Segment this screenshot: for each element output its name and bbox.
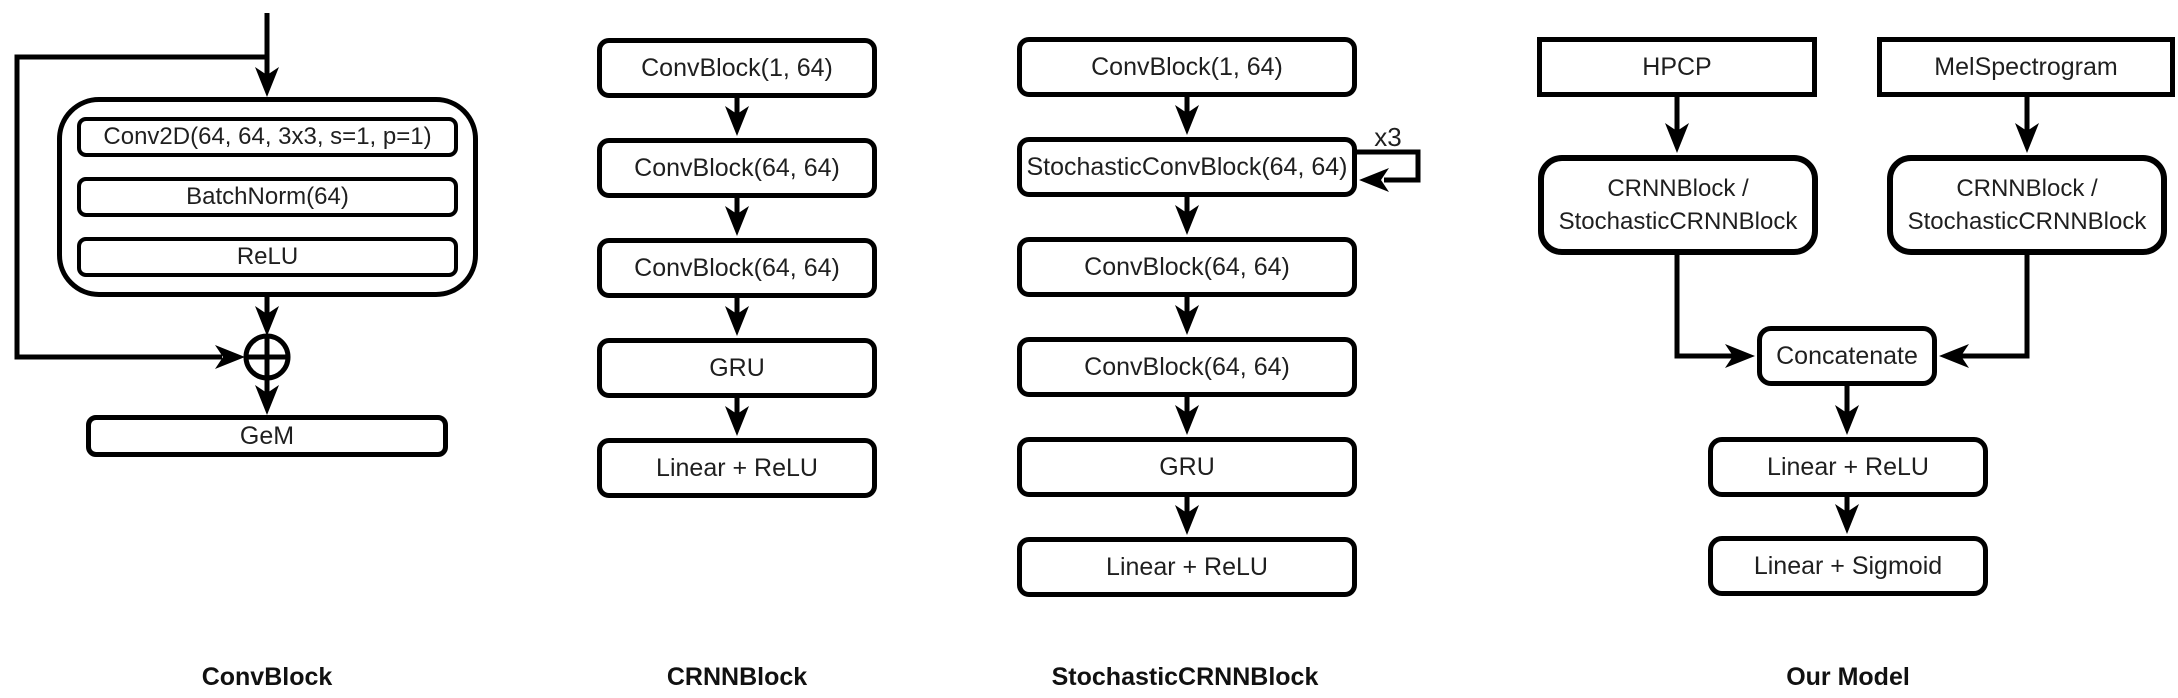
scrnn-box-3-label: ConvBlock(64, 64) <box>1084 252 1290 281</box>
arrowhead-scrnn-3 <box>1175 305 1199 335</box>
crnn-gru-box: GRU <box>597 338 877 398</box>
left-branch-line2: StochasticCRNNBlock <box>1558 208 1798 235</box>
right-branch-line2: StochasticCRNNBlock <box>1907 208 2147 235</box>
sum-node-icon <box>243 333 291 381</box>
crnnblock-caption: CRNNBlock <box>666 663 808 691</box>
arrowhead-hpcp <box>1665 123 1689 153</box>
melspectrogram-input-label: MelSpectrogram <box>1934 52 2118 81</box>
crnn-box-2-label: ConvBlock(64, 64) <box>634 153 840 182</box>
arrowhead-into-gem <box>255 385 279 415</box>
right-branch-line1: CRNNBlock / <box>1956 175 2098 202</box>
arrowhead-crnn-2 <box>725 206 749 236</box>
arrowhead-into-concat-left <box>1725 344 1755 368</box>
scrnn-linear-relu-box: Linear + ReLU <box>1017 537 1357 597</box>
concatenate-label: Concatenate <box>1776 341 1918 370</box>
crnn-linear-relu-label: Linear + ReLU <box>656 453 818 482</box>
skip-connection-line <box>14 54 267 360</box>
crnn-box-2: ConvBlock(64, 64) <box>597 138 877 198</box>
batchnorm-layer-box: BatchNorm(64) <box>77 177 458 217</box>
crnn-box-3: ConvBlock(64, 64) <box>597 238 877 298</box>
arrowhead-into-concat-right <box>1939 344 1969 368</box>
conv2d-layer-box: Conv2D(64, 64, 3x3, s=1, p=1) <box>77 117 458 157</box>
arrowhead-crnn-1 <box>725 106 749 136</box>
crnn-linear-relu-box: Linear + ReLU <box>597 438 877 498</box>
arrowhead-scrnn-4 <box>1175 405 1199 435</box>
model-linear-sigmoid-label: Linear + Sigmoid <box>1753 551 1943 580</box>
concatenate-box: Concatenate <box>1757 326 1937 386</box>
left-branch-line <box>1674 255 1733 359</box>
arrowhead-scrnn-2 <box>1175 205 1199 235</box>
arrowhead-mel <box>2015 123 2039 153</box>
repeat-loop-line <box>1357 149 1421 183</box>
hpcp-input-label: HPCP <box>1642 52 1712 81</box>
model-linear-relu-box: Linear + ReLU <box>1708 437 1988 497</box>
arrowhead-into-relu <box>1835 405 1859 435</box>
arrowhead-crnn-4 <box>725 406 749 436</box>
right-crnn-branch-box: CRNNBlock / StochasticCRNNBlock <box>1887 155 2167 255</box>
stochastic-conv-label: StochasticConvBlock(64, 64) <box>1026 152 1348 181</box>
arrowhead-crnn-3 <box>725 306 749 336</box>
gem-pooling-box: GeM <box>86 415 448 457</box>
relu-layer-label: ReLU <box>236 243 299 271</box>
scrnn-gru-label: GRU <box>1159 452 1215 481</box>
arrowhead-scrnn-5 <box>1175 505 1199 535</box>
scrnn-box-1: ConvBlock(1, 64) <box>1017 37 1357 97</box>
arrowhead-loop <box>1359 168 1389 192</box>
batchnorm-layer-label: BatchNorm(64) <box>186 183 349 211</box>
scrnn-gru-box: GRU <box>1017 437 1357 497</box>
hpcp-input-box: HPCP <box>1537 37 1817 97</box>
scrnn-box-3: ConvBlock(64, 64) <box>1017 237 1357 297</box>
scrnn-box-4-label: ConvBlock(64, 64) <box>1084 352 1290 381</box>
scrnn-linear-relu-label: Linear + ReLU <box>1106 552 1268 581</box>
repeat-count-label: x3 <box>1374 122 1402 152</box>
conv2d-layer-label: Conv2D(64, 64, 3x3, s=1, p=1) <box>103 123 432 151</box>
relu-layer-box: ReLU <box>77 237 458 277</box>
scrnn-box-1-label: ConvBlock(1, 64) <box>1091 52 1283 81</box>
arrowhead-scrnn-1 <box>1175 105 1199 135</box>
left-crnn-branch-box: CRNNBlock / StochasticCRNNBlock <box>1538 155 1818 255</box>
model-linear-relu-label: Linear + ReLU <box>1767 452 1929 481</box>
convblock-caption: ConvBlock <box>201 663 333 691</box>
arrowhead-skip-into-sum <box>215 345 245 369</box>
crnn-gru-label: GRU <box>709 353 765 382</box>
gem-pooling-label: GeM <box>239 421 295 450</box>
arrowhead-into-sigmoid <box>1835 504 1859 534</box>
crnn-box-1-label: ConvBlock(1, 64) <box>641 53 833 82</box>
arrowhead-into-sum <box>255 306 279 336</box>
crnn-box-1: ConvBlock(1, 64) <box>597 38 877 98</box>
model-linear-sigmoid-box: Linear + Sigmoid <box>1708 536 1988 596</box>
melspectrogram-input-box: MelSpectrogram <box>1877 37 2175 97</box>
right-branch-line <box>1961 255 2030 359</box>
crnn-box-3-label: ConvBlock(64, 64) <box>634 253 840 282</box>
scrnn-box-4: ConvBlock(64, 64) <box>1017 337 1357 397</box>
stochastic-conv-box: StochasticConvBlock(64, 64) <box>1017 137 1357 197</box>
left-branch-line1: CRNNBlock / <box>1607 175 1749 202</box>
stochastic-crnnblock-caption: StochasticCRNNBlock <box>1051 663 1319 691</box>
our-model-caption: Our Model <box>1786 663 1910 691</box>
arrowhead-into-container <box>255 67 279 97</box>
